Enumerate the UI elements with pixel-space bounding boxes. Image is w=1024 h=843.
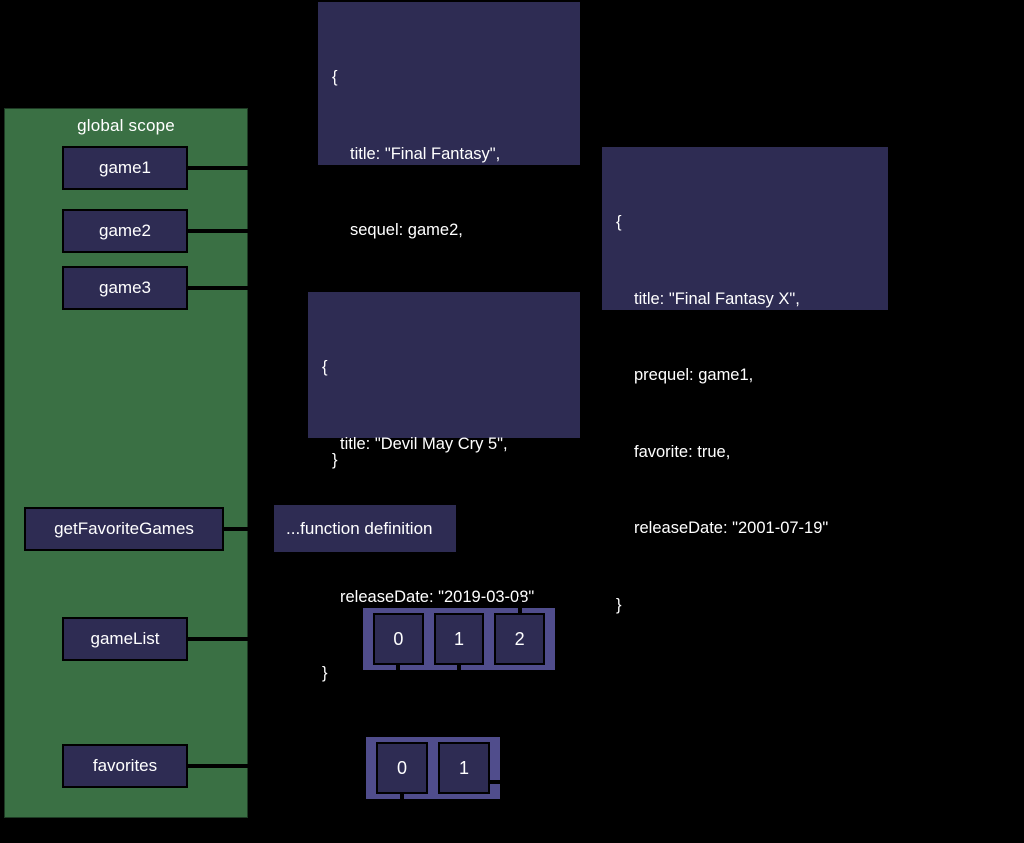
- gamelist-array: 0 1 2: [363, 597, 555, 681]
- variable-box-game2[interactable]: game2: [62, 209, 188, 253]
- object-card-game1: { title: "Final Fantasy", sequel: game2,…: [318, 2, 580, 469]
- object-property-title: title: "Devil May Cry 5",: [340, 434, 508, 453]
- object-card-game2: { title: "Final Fantasy X", prequel: gam…: [602, 147, 888, 614]
- array-cell-1[interactable]: 1: [433, 613, 485, 681]
- favorites-array: 0 1: [366, 737, 510, 810]
- array-cell-1[interactable]: 1: [438, 742, 510, 794]
- array-connector-stub: [396, 663, 401, 681]
- object-open-brace: {: [322, 358, 328, 376]
- array-index-label: 0: [393, 628, 404, 649]
- object-property-releasedate: releaseDate: "2019-03-08": [340, 587, 535, 606]
- array-index-label: 2: [514, 628, 525, 649]
- object-close-brace: }: [616, 595, 622, 614]
- connector-game3: [188, 286, 248, 290]
- object-card-game3: { title: "Devil May Cry 5", favorite: tr…: [308, 292, 580, 682]
- variable-box-gamelist[interactable]: gameList: [62, 617, 188, 661]
- connector-gamelist: [188, 637, 248, 641]
- array-index-label: 1: [454, 628, 465, 649]
- object-close-brace: }: [322, 664, 328, 682]
- variable-box-game1[interactable]: game1: [62, 146, 188, 190]
- connector-game1: [188, 166, 248, 170]
- array-cell-0[interactable]: 0: [376, 742, 428, 810]
- array-connector-stub: [400, 792, 404, 810]
- global-scope-title: global scope: [77, 116, 175, 135]
- object-property-prequel: prequel: game1,: [634, 366, 754, 384]
- array-index-label: 0: [396, 757, 407, 778]
- object-property-sequel: sequel: game2,: [350, 221, 463, 239]
- variable-box-getfavoritegames[interactable]: getFavoriteGames: [24, 507, 224, 551]
- array-cell-2[interactable]: 2: [494, 597, 546, 665]
- object-close-brace: }: [332, 450, 338, 469]
- object-open-brace: {: [332, 68, 338, 86]
- array-cell-0[interactable]: 0: [373, 613, 424, 681]
- array-connector-stub: [488, 780, 510, 784]
- object-open-brace: {: [616, 213, 622, 231]
- connector-game2: [188, 229, 248, 233]
- connector-getfavoritegames: [224, 527, 274, 531]
- variable-box-game3[interactable]: game3: [62, 266, 188, 310]
- object-property-title: title: "Final Fantasy",: [350, 144, 501, 163]
- object-property-releasedate: releaseDate: "2001-07-19": [634, 519, 829, 537]
- function-definition-box: ...function definition: [274, 505, 456, 552]
- array-connector-stub: [457, 663, 461, 681]
- object-property-title: title: "Final Fantasy X",: [634, 289, 800, 308]
- connector-favorites: [188, 764, 248, 768]
- array-index-label: 1: [458, 757, 469, 778]
- array-connector-stub: [517, 597, 522, 615]
- object-property-favorite: favorite: true,: [634, 442, 731, 461]
- variable-box-favorites[interactable]: favorites: [62, 744, 188, 788]
